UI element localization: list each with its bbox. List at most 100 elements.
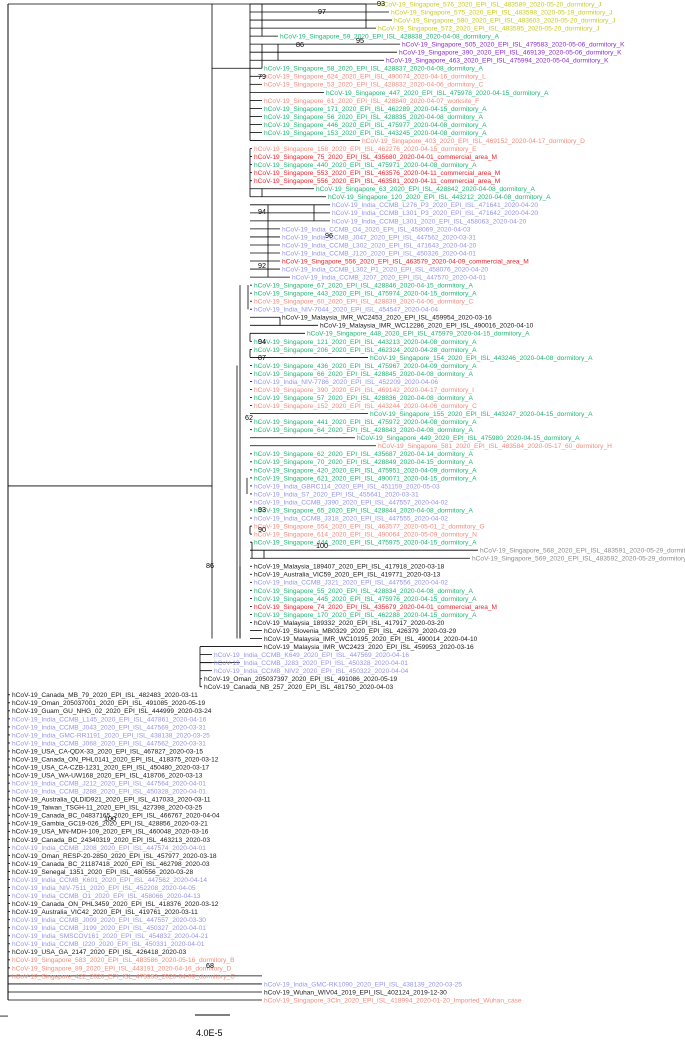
tip-label: hCoV-19_India_CCMB_K649_2020_EPI_ISL_447… <box>214 652 409 659</box>
tip-label: hCoV-19_India_CCMB_J068_2020_EPI_ISL_447… <box>12 740 206 747</box>
tip-label: hCoV-19_Singapore_390_2020_EPI_ISL_46913… <box>399 50 622 57</box>
tip-label: hCoV-19_Wuhan_WIV04_2019_EPI_ISL_402124_… <box>264 989 447 996</box>
tip-label: hCoV-19_Singapore_53_2020_EPI_ISL_428832… <box>264 82 483 89</box>
tip-label: hCoV-19_Oman_RESP-20-2850_2020_EPI_ISL_4… <box>12 853 217 860</box>
tip-label: hCoV-19_Singapore_65_2020_EPI_ISL_428844… <box>254 507 473 514</box>
bootstrap-value: 68 <box>206 961 214 970</box>
tip-label: hCoV-19_India_CCMB_J199_2020_EPI_ISL_450… <box>12 925 206 932</box>
tip-label: hCoV-19_Senegal_1351_2020_EPI_ISL_480556… <box>12 869 193 876</box>
tip-label: hCoV-19_Singapore_556_2020_EPI_ISL_46358… <box>254 178 500 185</box>
tip-label: hCoV-19_India_CCMB_O1_2020_EPI_ISL_45806… <box>12 893 201 900</box>
bootstrap-value: 95 <box>356 36 364 45</box>
tip-label: hCoV-19_Singapore_436_2020_EPI_ISL_47596… <box>254 363 477 370</box>
tip-label: hCoV-19_Singapore_621_2020_EPI_ISL_49007… <box>254 475 477 482</box>
tip-label: hCoV-19_Singapore_59_2020_EPI_ISL_428838… <box>280 34 499 41</box>
tip-label: hCoV-19_India_CCMB_L302_P1_2020_EPI_ISL_… <box>282 266 488 273</box>
tip-label: hCoV-19_Singapore_89_2020_EPI_ISL_443191… <box>12 965 231 972</box>
tip-label: hCoV-19_Singapore_55_2020_EPI_ISL_428834… <box>254 588 473 595</box>
tip-label: hCoV-19_Singapore_66_2020_EPI_ISL_428845… <box>254 371 473 378</box>
bootstrap-value: 62 <box>245 413 253 422</box>
bootstrap-value: 96 <box>325 231 333 240</box>
tip-label: hCoV-19_India_CCMB_O4_2020_EPI_ISL_45806… <box>282 226 471 233</box>
tip-label: hCoV-19_India_CCMB_J009_2020_EPI_ISL_447… <box>12 917 206 924</box>
bootstrap-value: 94 <box>258 337 266 346</box>
tip-label: hCoV-19_Singapore_449_2020_EPI_ISL_47598… <box>357 435 580 442</box>
tip-label: hCoV-19_Malaysia_189332_2020_EPI_ISL_417… <box>254 620 445 627</box>
tip-label: hCoV-19_Singapore_580_2020_EPI_ISL_48360… <box>394 17 615 24</box>
tip-label: hCoV-19_Singapore_390_2020_EPI_ISL_46914… <box>254 387 474 394</box>
tip-label: hCoV-19_Singapore_446_2020_EPI_ISL_47597… <box>264 122 487 129</box>
bootstrap-value: 86 <box>206 561 214 570</box>
tip-label: hCoV-19_India_CCMB_L302_2020_EPI_ISL_471… <box>282 242 477 249</box>
tip-label: hCoV-19_Malaysia_IMR_WC12286_2020_EPI_IS… <box>320 323 534 330</box>
tip-label: hCoV-19_India_NIV-7786_2020_EPI_ISL_4522… <box>254 379 438 386</box>
tip-label: hCoV-19_India_CCMB_L301_2020_EPI_ISL_458… <box>332 218 527 225</box>
tip-label: hCoV-19_India_CCMB_L276_P3_2020_EPI_ISL_… <box>332 202 538 209</box>
scale-bar: 4.0E-5 <box>195 1014 230 1038</box>
tip-label: hCoV-19_India_CCMB_J043_2020_EPI_ISL_447… <box>12 724 206 731</box>
tip-label: hCoV-19_Malaysia_IMR_WC2423_2020_EPI_ISL… <box>264 644 474 651</box>
tip-label: hCoV-19_USA_GA_2147_2020_EPI_ISL_426418_… <box>12 949 186 956</box>
tip-label: hCoV-19_Singapore_443_2020_EPI_ISL_47597… <box>254 291 477 298</box>
tip-label: hCoV-19_USA_CA-QDX-33_2020_EPI_ISL_46782… <box>12 748 203 755</box>
tip-label: hCoV-19_Canada_BC_24340319_2020_EPI_ISL_… <box>12 837 210 844</box>
tip-label: hCoV-19_Singapore_553_2020_EPI_ISL_46357… <box>254 170 500 177</box>
tip-label: hCoV-19_Oman_205037397_2020_EPI_ISL_4910… <box>204 676 398 683</box>
tip-label: hCoV-19_India_CCMB_J390_2020_EPI_ISL_447… <box>254 499 448 506</box>
tip-labels: hCoV-19_Singapore_576_2020_EPI_ISL_48358… <box>12 1 685 1004</box>
tip-label: hCoV-19_Singapore_624_2020_EPI_ISL_49007… <box>264 74 486 81</box>
tip-label: hCoV-19_Singapore_62_2020_EPI_ISL_435687… <box>254 451 473 458</box>
tip-label: hCoV-19_India_NIV-7511_2020_EPI_ISL_4522… <box>12 885 196 892</box>
tip-label: hCoV-19_Singapore_153_2020_EPI_ISL_44324… <box>264 130 487 137</box>
tip-label: hCoV-19_Singapore_154_2020_EPI_ISL_44324… <box>370 355 593 362</box>
tip-label: hCoV-19_India_CCMB_J283_2020_EPI_ISL_450… <box>214 660 408 667</box>
tip-label: hCoV-19_India_CCMB_K601_2020_EPI_ISL_447… <box>12 877 207 884</box>
tree-branches <box>0 3 478 1017</box>
tip-label: hCoV-19_Singapore_447_2020_EPI_ISL_47597… <box>326 90 549 97</box>
tip-label: hCoV-19_India_GBRC114_2020_EPI_ISL_45115… <box>254 483 440 490</box>
bootstrap-value: 92 <box>258 261 266 270</box>
tip-label: hCoV-19_Singapore_505_2020_EPI_ISL_47958… <box>402 42 625 49</box>
tip-label: hCoV-19_Gambia_GC19-026_2020_EPI_ISL_428… <box>12 821 208 828</box>
bootstrap-value: 94 <box>258 207 266 216</box>
tip-label: hCoV-19_Singapore_576_2020_EPI_ISL_48358… <box>380 1 601 8</box>
tip-label: hCoV-19_Singapore_403_2020_EPI_ISL_46915… <box>362 138 585 145</box>
tip-label: hCoV-19_Singapore_448_2020_EPI_ISL_47597… <box>307 331 530 338</box>
tip-label: hCoV-19_India_CCMB_J120_2020_EPI_ISL_450… <box>282 250 476 257</box>
tip-label: hCoV-19_India_CCMB_L145_2020_EPI_ISL_447… <box>12 716 207 723</box>
tip-label: hCoV-19_Singapore_70_2020_EPI_ISL_428849… <box>254 459 473 466</box>
tip-label: hCoV-19_Singapore_67_2020_EPI_ISL_428846… <box>254 283 473 290</box>
bootstrap-value: 79 <box>258 72 266 81</box>
tip-label: hCoV-19_India_SMSCOV161_2020_EPI_ISL_454… <box>12 933 208 940</box>
tip-label: hCoV-19_Canada_BC_21187418_2020_EPI_ISL_… <box>12 861 210 868</box>
bootstrap-value: 90 <box>258 525 266 534</box>
bootstrap-value: 93 <box>377 0 385 8</box>
tip-label: hCoV-19_Singapore_575_2020_EPI_ISL_48359… <box>391 9 612 16</box>
tip-label: hCoV-19_Singapore_556_2020_EPI_ISL_46357… <box>282 258 529 265</box>
tip-label: hCoV-19_Singapore_58_2020_EPI_ISL_428837… <box>264 66 483 73</box>
tip-label: hCoV-19_Singapore_75_2020_EPI_ISL_435680… <box>254 154 497 161</box>
tip-label: hCoV-19_India_CCMB_J288_2020_EPI_ISL_450… <box>12 789 206 796</box>
tip-label: hCoV-19_Singapore_206_2020_EPI_ISL_46232… <box>254 347 477 354</box>
tip-label: hCoV-19_Singapore_170_2020_EPI_ISL_46228… <box>254 612 477 619</box>
tip-label: hCoV-19_Singapore_581_2020_EPI_ISL_48358… <box>378 443 612 450</box>
tip-label: hCoV-19_Singapore_74_2020_EPI_ISL_435679… <box>254 604 497 611</box>
tip-label: hCoV-19_Malaysia_IMR_WC2453_2020_EPI_ISL… <box>282 315 492 322</box>
tip-label: hCoV-19_Slovenia_MB0329_2020_EPI_ISL_426… <box>264 628 456 635</box>
tip-label: hCoV-19_Singapore_121_2020_EPI_ISL_44321… <box>254 339 477 346</box>
tip-label: hCoV-19_Australia_VIC42_2020_EPI_ISL_419… <box>12 909 198 916</box>
tip-label: hCoV-19_USA_WA-UW168_2020_EPI_ISL_418706… <box>12 772 203 779</box>
tip-label: hCoV-19_Singapore_61_2020_EPI_ISL_428840… <box>264 98 479 105</box>
tip-label: hCoV-19_Singapore_64_2020_EPI_ISL_428843… <box>254 427 473 434</box>
tip-label: hCoV-19_Singapore_420_2020_EPI_ISL_47595… <box>254 467 477 474</box>
tip-label: hCoV-19_Singapore_57_2020_EPI_ISL_428836… <box>254 395 473 402</box>
tip-label: hCoV-19_Singapore_441_2020_EPI_ISL_47597… <box>254 419 477 426</box>
tip-label: hCoV-19_Canada_NB_257_2020_EPI_ISL_48175… <box>204 684 394 691</box>
tip-label: hCoV-19_Australia_VIC59_2020_EPI_ISL_419… <box>254 572 441 579</box>
tip-label: hCoV-19_Singapore_440_2020_EPI_ISL_47597… <box>254 162 477 169</box>
tip-label: hCoV-19_Singapore_152_2020_EPI_ISL_44324… <box>254 403 477 410</box>
tip-label: hCoV-19_Singapore_445_2020_EPI_ISL_47597… <box>254 596 477 603</box>
tip-label: hCoV-19_India_CCMB_NIV2_2020_EPI_ISL_450… <box>214 668 409 675</box>
